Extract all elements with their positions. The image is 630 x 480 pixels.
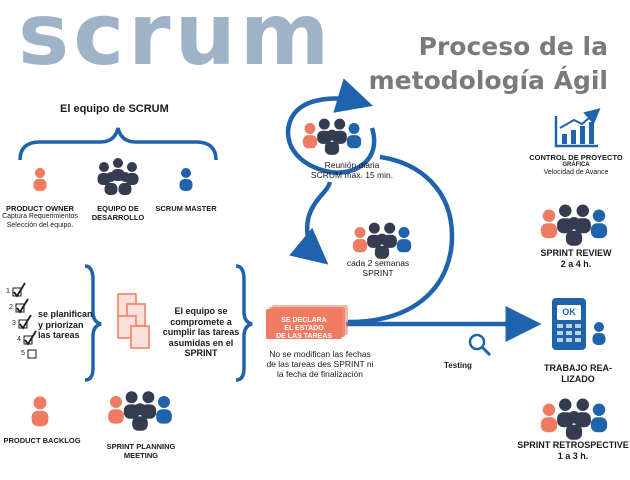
checklist-icon xyxy=(12,287,37,359)
retro-label: SPRINT RETROSPECTIVE 1 a 3 h. xyxy=(516,440,630,462)
sprint-cycle-line-2: SPRINT xyxy=(362,268,394,278)
page-title: Proceso de la metodología Ágil xyxy=(369,30,608,98)
chart-icon xyxy=(554,108,601,148)
control-line-1: CONTROL DE PROYECTO xyxy=(529,153,623,162)
commit-line-5: SPRINT xyxy=(184,348,218,358)
sprint-loop-outer xyxy=(347,154,455,325)
declare-line-2: EL ESTADO xyxy=(284,325,324,332)
control-line-2: GRÁFICA xyxy=(562,162,590,168)
declare-note-2: de las tareas des SPRINT ni xyxy=(266,359,374,369)
retro-line-2: 1 a 3 h. xyxy=(557,451,589,461)
product-backlog-label: PRODUCT BACKLOG xyxy=(3,436,81,445)
retro-line-1: SPRINT RETROSPECTIVE xyxy=(517,440,629,450)
card-front: SE DECLARA EL ESTADO DE LAS TAREAS xyxy=(266,309,342,341)
ok-display: OK xyxy=(562,307,576,317)
check-num-1: 1 xyxy=(6,288,10,295)
review-line-1: SPRINT REVIEW xyxy=(540,248,612,258)
product-owner-label: PRODUCT OWNER Captura Requerimientos Sel… xyxy=(0,204,80,230)
sprint-group-icon xyxy=(353,223,411,259)
team-brace xyxy=(18,127,218,161)
magnifier-icon xyxy=(468,333,492,357)
planning-line-2: MEETING xyxy=(123,451,159,460)
commit-line-4: asumidas en el xyxy=(168,337,234,348)
scrum-master-label: SCRUM MASTER xyxy=(155,204,217,213)
commit-line-1: El equipo se xyxy=(174,306,228,316)
scrum-master-icon xyxy=(179,168,193,191)
daily-line-1: Reunión diaria xyxy=(324,160,380,170)
review-label: SPRINT REVIEW 2 a 4 h. xyxy=(526,248,626,270)
dev-team-line-1: EQUIPO DE xyxy=(97,204,139,213)
daily-label: Reunión diaria SCRUM max. 15 min. xyxy=(300,160,404,180)
product-owner-desc-2: Selección del equipo. xyxy=(6,221,74,229)
declare-note-1: No se modifican las fechas xyxy=(269,349,371,359)
done-line-2: LIZADO xyxy=(561,374,595,384)
check-num-4: 4 xyxy=(17,336,21,343)
documents-icon xyxy=(117,293,150,349)
sprint-loop-down xyxy=(289,181,333,265)
task-status-cards: SE DECLARA EL ESTADO DE LAS TAREAS xyxy=(266,305,348,341)
commitment-brace xyxy=(235,264,253,382)
plan-text: se planifican y priorizan las tareas xyxy=(38,309,93,341)
commit-line-2: compromete a xyxy=(170,316,232,327)
daily-line-2: SCRUM max. 15 min. xyxy=(310,170,394,180)
commitment-text: El equipo se compromete a cumplir las ta… xyxy=(160,306,242,359)
product-owner-title: PRODUCT OWNER xyxy=(6,204,74,213)
dev-team-line-2: DESARROLLO xyxy=(91,213,145,222)
plan-line-1: se planifican xyxy=(38,309,93,319)
check-num-2: 2 xyxy=(9,304,13,311)
title-line-2: metodología Ágil xyxy=(368,66,608,95)
review-group-icon xyxy=(541,205,607,246)
planning-line-1: SPRINT PLANNING xyxy=(106,442,176,451)
declare-note: No se modifican las fechas de las tareas… xyxy=(258,349,382,379)
done-person-icon xyxy=(592,322,606,345)
planning-label: SPRINT PLANNING MEETING xyxy=(104,442,178,460)
control-label: CONTROL DE PROYECTO GRÁFICA Velocidad de… xyxy=(522,153,630,178)
commit-line-3: cumplir las tareas xyxy=(162,327,240,337)
device-icon xyxy=(552,298,586,350)
declare-line-1: SE DECLARA xyxy=(281,317,327,324)
sprint-cycle-line-1: cada 2 semanas xyxy=(346,258,410,268)
sprint-cycle-label: cada 2 semanas SPRINT xyxy=(336,258,420,278)
product-backlog-icon xyxy=(31,396,49,427)
daily-group-icon xyxy=(303,119,361,155)
scrum-heading: scrum xyxy=(18,0,334,85)
checkmarks-icon xyxy=(13,282,37,346)
check-num-3: 3 xyxy=(12,320,16,327)
declare-line-3: DE LAS TAREAS xyxy=(276,333,332,340)
title-line-1: Proceso de la xyxy=(418,32,608,61)
plan-line-2: y priorizan xyxy=(38,319,84,330)
control-line-3: Velocidad de Avance xyxy=(543,169,609,176)
dev-team-label: EQUIPO DE DESARROLLO xyxy=(82,204,154,222)
done-line-1: TRABAJO REA- xyxy=(543,363,612,373)
dev-team-icon xyxy=(97,158,139,195)
daily-loop xyxy=(285,78,377,175)
product-owner-desc-1: Captura Requerimientos xyxy=(2,213,78,220)
team-title: El equipo de SCRUM xyxy=(60,103,169,115)
retro-group-icon xyxy=(541,399,607,440)
backlog-brace-right xyxy=(84,264,102,382)
product-owner-icon xyxy=(33,168,47,191)
done-label: TRABAJO REA- LIZADO xyxy=(530,363,626,385)
declare-note-3: la fecha de finalización xyxy=(276,369,363,379)
plan-line-3: las tareas xyxy=(38,330,80,340)
planning-group-icon xyxy=(108,391,172,431)
check-num-5: 5 xyxy=(21,350,25,357)
card-text: SE DECLARA EL ESTADO DE LAS TAREAS xyxy=(266,317,342,341)
review-line-2: 2 a 4 h. xyxy=(560,259,592,269)
testing-label: Testing xyxy=(444,361,472,370)
